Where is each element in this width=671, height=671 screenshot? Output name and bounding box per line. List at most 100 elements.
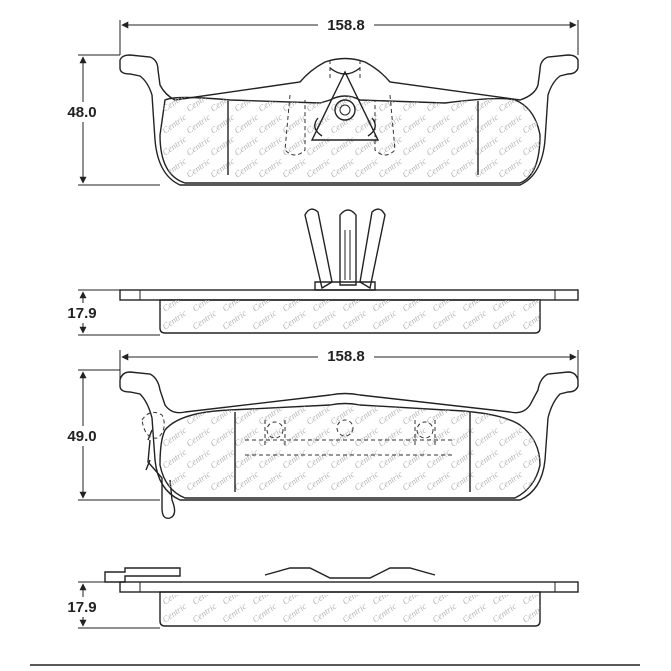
watermark-text: Centric <box>520 290 548 314</box>
watermark-text: Centric <box>340 583 368 607</box>
bottom-width-label: 158.8 <box>327 348 365 365</box>
watermark-text: Centric <box>460 290 488 314</box>
watermark-text: Centric <box>256 134 284 158</box>
watermark-text: Centric <box>496 112 524 136</box>
watermark-text: Centric <box>280 156 308 180</box>
watermark-text: Centric <box>304 447 332 471</box>
watermark-text: Centric <box>472 156 500 180</box>
watermark-text: Centric <box>304 134 332 158</box>
watermark-text: Centric <box>496 403 524 427</box>
watermark-text: Centric <box>460 583 488 607</box>
watermark-text: Centric <box>400 112 428 136</box>
watermark-text: Centric <box>490 290 518 314</box>
watermark-text: Centric <box>208 447 236 471</box>
watermark-text: Centric <box>448 425 476 449</box>
watermark-text: Centric <box>184 90 212 114</box>
watermark-text: Centric <box>160 112 188 136</box>
top-pad-plan-view: 158.8 48.0 CentricCentricCentricCentricC… <box>58 14 579 186</box>
watermark-text: Centric <box>352 90 380 114</box>
watermark-text: Centric <box>250 583 278 607</box>
bottom-hole-left <box>266 421 284 439</box>
top-dashed-clip-right <box>374 94 396 156</box>
watermark-text: Centric <box>340 290 368 314</box>
watermark-text: Centric <box>496 134 524 158</box>
watermark-text: Centric <box>280 469 308 493</box>
watermark-text: Centric <box>376 112 404 136</box>
watermark-text: Centric <box>250 290 278 314</box>
watermark-text: Centric <box>304 90 332 114</box>
watermark-text: Centric <box>472 403 500 427</box>
watermark-text: Centric <box>376 447 404 471</box>
watermark-text: Centric <box>328 156 356 180</box>
watermark-text: Centric <box>328 425 356 449</box>
watermark-text: Centric <box>304 425 332 449</box>
watermark-text: Centric <box>280 447 308 471</box>
top-dashed-clip-left <box>284 94 306 156</box>
watermark-text: Centric <box>190 290 218 314</box>
bottom-width-label-bg <box>318 345 374 365</box>
watermark-text: Centric <box>232 134 260 158</box>
bottom-friction-pad <box>159 402 541 499</box>
top-side-backing-plate <box>119 289 579 301</box>
watermark-text: Centric <box>208 425 236 449</box>
top-height-label: 48.0 <box>67 104 96 121</box>
watermark-text: Centric <box>352 156 380 180</box>
watermark-text: Centric <box>310 583 338 607</box>
watermark-text: Centric <box>520 156 548 180</box>
watermark-text: Centric <box>376 425 404 449</box>
watermark-text: Centric <box>160 469 188 493</box>
watermark-text: Centric <box>220 290 248 314</box>
watermark-text: Centric <box>328 447 356 471</box>
bottom-pad-watermark: CentricCentricCentricCentricCentricCentr… <box>160 403 540 493</box>
bottom-dashed-rails <box>245 420 455 456</box>
watermark-text: Centric <box>208 134 236 158</box>
watermark-text: Centric <box>256 469 284 493</box>
watermark-text: Centric <box>160 425 188 449</box>
bottom-height-label-bg <box>58 426 106 446</box>
watermark-text: Centric <box>400 583 428 607</box>
watermark-text: Centric <box>328 112 356 136</box>
bottom-backing-plate <box>119 371 579 501</box>
watermark-text: Centric <box>280 112 308 136</box>
watermark-text: Centric <box>310 290 338 314</box>
watermark-text: Centric <box>490 583 518 607</box>
watermark-text: Centric <box>232 112 260 136</box>
watermark-text: Centric <box>304 469 332 493</box>
top-thick-label-bg <box>58 303 106 323</box>
bottom-side-friction <box>159 591 541 627</box>
top-width-label: 158.8 <box>327 17 365 34</box>
watermark-text: Centric <box>280 134 308 158</box>
watermark-text: Centric <box>280 583 308 607</box>
watermark-text: Centric <box>184 425 212 449</box>
watermark-text: Centric <box>448 469 476 493</box>
watermark-text: Centric <box>160 156 188 180</box>
watermark-text: Centric <box>472 425 500 449</box>
top-width-label-bg <box>318 14 374 34</box>
top-thick-label: 17.9 <box>67 305 96 322</box>
watermark-text: Centric <box>184 134 212 158</box>
watermark-text: Centric <box>232 425 260 449</box>
watermark-text: Centric <box>328 403 356 427</box>
watermark-text: Centric <box>184 156 212 180</box>
wear-sensor-tabs <box>145 429 153 471</box>
top-clip-fingers <box>304 208 386 291</box>
watermark-text: Centric <box>424 156 452 180</box>
bottom-thick-label-bg <box>58 597 106 617</box>
watermark-text: Centric <box>232 447 260 471</box>
bottom-side-sensor-tab <box>104 567 181 583</box>
top-friction-pad <box>159 95 541 184</box>
watermark-text: Centric <box>184 403 212 427</box>
watermark-text: Centric <box>256 156 284 180</box>
watermark-text: Centric <box>352 425 380 449</box>
watermark-text: Centric <box>448 447 476 471</box>
watermark-text: Centric <box>424 134 452 158</box>
watermark-text: Centric <box>352 403 380 427</box>
watermark-text: Centric <box>160 134 188 158</box>
watermark-text: Centric <box>232 156 260 180</box>
bottom-thick-label: 17.9 <box>67 599 96 616</box>
wear-indicator-clip <box>310 67 380 141</box>
watermark-text: Centric <box>400 469 428 493</box>
bottom-hole-center <box>336 419 354 437</box>
